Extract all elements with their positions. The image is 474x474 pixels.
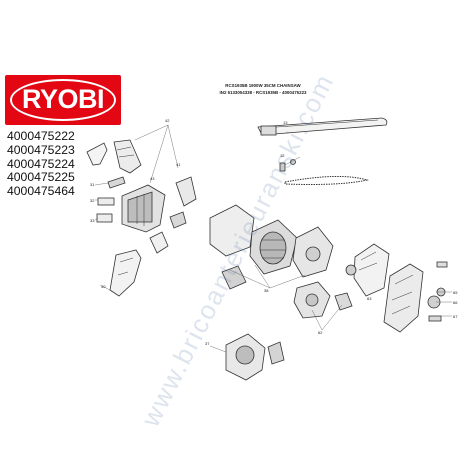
product-code: 4000475225 (7, 170, 75, 185)
callout-33: 33 (90, 218, 95, 223)
callout-40: 40 (101, 284, 106, 289)
front-handle-group (86, 139, 142, 223)
sprocket-cover (345, 243, 390, 297)
callout-43: 43 (150, 176, 155, 181)
callout-41: 41 (176, 162, 181, 167)
callout-38: 38 (264, 288, 269, 293)
motor-housing (121, 176, 197, 254)
product-code: 4000475224 (7, 156, 75, 171)
callout-42: 42 (165, 118, 170, 123)
gear-assembly (293, 281, 353, 319)
saw-chain (284, 175, 369, 185)
title-line-1: RCS1935B 1900W 35CM CHAINSAW (225, 83, 301, 88)
callout-32: 32 (90, 198, 95, 203)
callout-12: 12 (280, 153, 285, 158)
brand-name: RYOBI (21, 84, 105, 114)
callout-65: 65 (453, 290, 458, 295)
chain-guide-bar (257, 117, 388, 136)
leader-lines (94, 124, 452, 353)
product-code: 4000475464 (7, 184, 75, 199)
product-code: 4000475222 (7, 129, 75, 143)
callout-37: 37 (205, 341, 210, 346)
callout-67: 67 (453, 314, 458, 319)
ryobi-logo: RYOBI (5, 75, 121, 125)
title-line-2: IN2 5133004338 - RCS1935B - 4000475223 (219, 90, 307, 95)
diagram-title: RCS1935B 1900W 35CM CHAINSAW IN2 5133004… (178, 82, 348, 96)
brake-assembly (225, 333, 285, 381)
callout-63: 63 (367, 296, 372, 301)
motor-assembly (209, 204, 334, 290)
callout-66: 66 (453, 300, 458, 305)
callout-13: 13 (283, 120, 288, 125)
logo-ring (10, 79, 116, 121)
callout-31: 31 (90, 182, 95, 187)
small-fixings (279, 159, 296, 172)
product-code-list: 4000475222 4000475223 4000475224 4000475… (7, 129, 117, 199)
product-code: 4000475223 (7, 142, 75, 157)
rear-handle (109, 249, 142, 297)
callout-labels: 13 12 42 41 43 31 32 33 40 37 38 62 63 6… (90, 118, 458, 346)
callout-62: 62 (318, 330, 323, 335)
side-cover (383, 261, 448, 333)
